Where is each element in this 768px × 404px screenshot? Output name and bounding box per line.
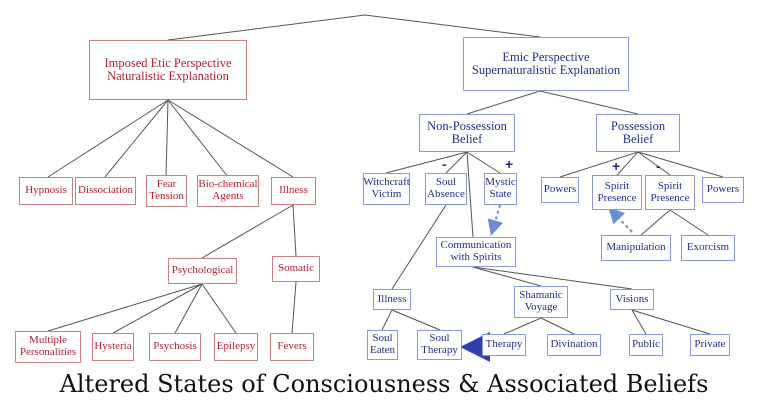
node-hypnosis: Hypnosis <box>19 177 73 205</box>
edge-roof <box>167 14 541 41</box>
node-psychosis: Psychosis <box>149 333 201 361</box>
node-multiple-personalities: Multiple Personalities <box>15 331 81 363</box>
node-powers-1: Powers <box>541 177 579 203</box>
node-soul-eaten: Soul Eaten <box>367 330 398 360</box>
node-communication-with-spirits: Communication with Spirits <box>436 237 516 267</box>
node-epilepsy: Epilepsy <box>214 333 258 361</box>
node-fear-tension: Fear Tension <box>146 175 187 207</box>
node-etic-perspective: Imposed Etic Perspective Naturalistic Ex… <box>89 40 247 100</box>
node-spirit-presence-plus: Spirit Presence <box>592 175 642 210</box>
node-private: Private <box>690 334 730 356</box>
node-somatic: Somatic <box>272 256 320 282</box>
sign-spirit-presence-plus: + <box>612 158 621 174</box>
node-possession-belief: Possession Belief <box>596 114 680 152</box>
node-biochemical-agents: Bio-chemical Agents <box>197 175 259 207</box>
node-non-possession-belief: Non-Possession Belief <box>419 114 515 152</box>
node-soul-absence: Soul Absence <box>425 173 467 205</box>
node-manipulation: Manipulation <box>601 235 671 261</box>
node-mystic-state: Mystic State <box>484 173 517 205</box>
node-exorcism: Exorcism <box>681 235 735 261</box>
node-soul-therapy: Soul Therapy <box>417 330 462 360</box>
sign-spirit-presence-minus: - <box>656 158 661 174</box>
node-hysteria: Hysteria <box>92 333 134 361</box>
node-shamanic-voyage: Shamanic Voyage <box>514 286 568 318</box>
node-witchcraft-victim: Witchcraft Victim <box>363 173 410 205</box>
node-fevers: Fevers <box>270 333 314 361</box>
node-psychological: Psychological <box>168 258 237 284</box>
dashed-arrow-manipulation <box>608 207 633 233</box>
node-illness-right: Illness <box>373 289 411 310</box>
node-powers-2: Powers <box>702 177 744 203</box>
node-dissociation: Dissociation <box>75 177 136 205</box>
node-therapy: Therapy <box>482 334 526 356</box>
node-divination: Divination <box>547 334 601 356</box>
node-public: Public <box>629 334 663 356</box>
node-spirit-presence-minus: Spirit Presence <box>645 175 695 210</box>
sign-soul-absence: - <box>442 156 447 172</box>
sign-mystic-state: + <box>505 156 514 172</box>
node-emic-perspective: Emic Perspective Supernaturalistic Expla… <box>463 37 629 91</box>
diagram-title: Altered States of Consciousness & Associ… <box>59 370 709 398</box>
node-visions: Visions <box>610 289 654 310</box>
dashed-arrow-mystic <box>487 204 504 236</box>
node-illness-left: Illness <box>271 177 316 205</box>
